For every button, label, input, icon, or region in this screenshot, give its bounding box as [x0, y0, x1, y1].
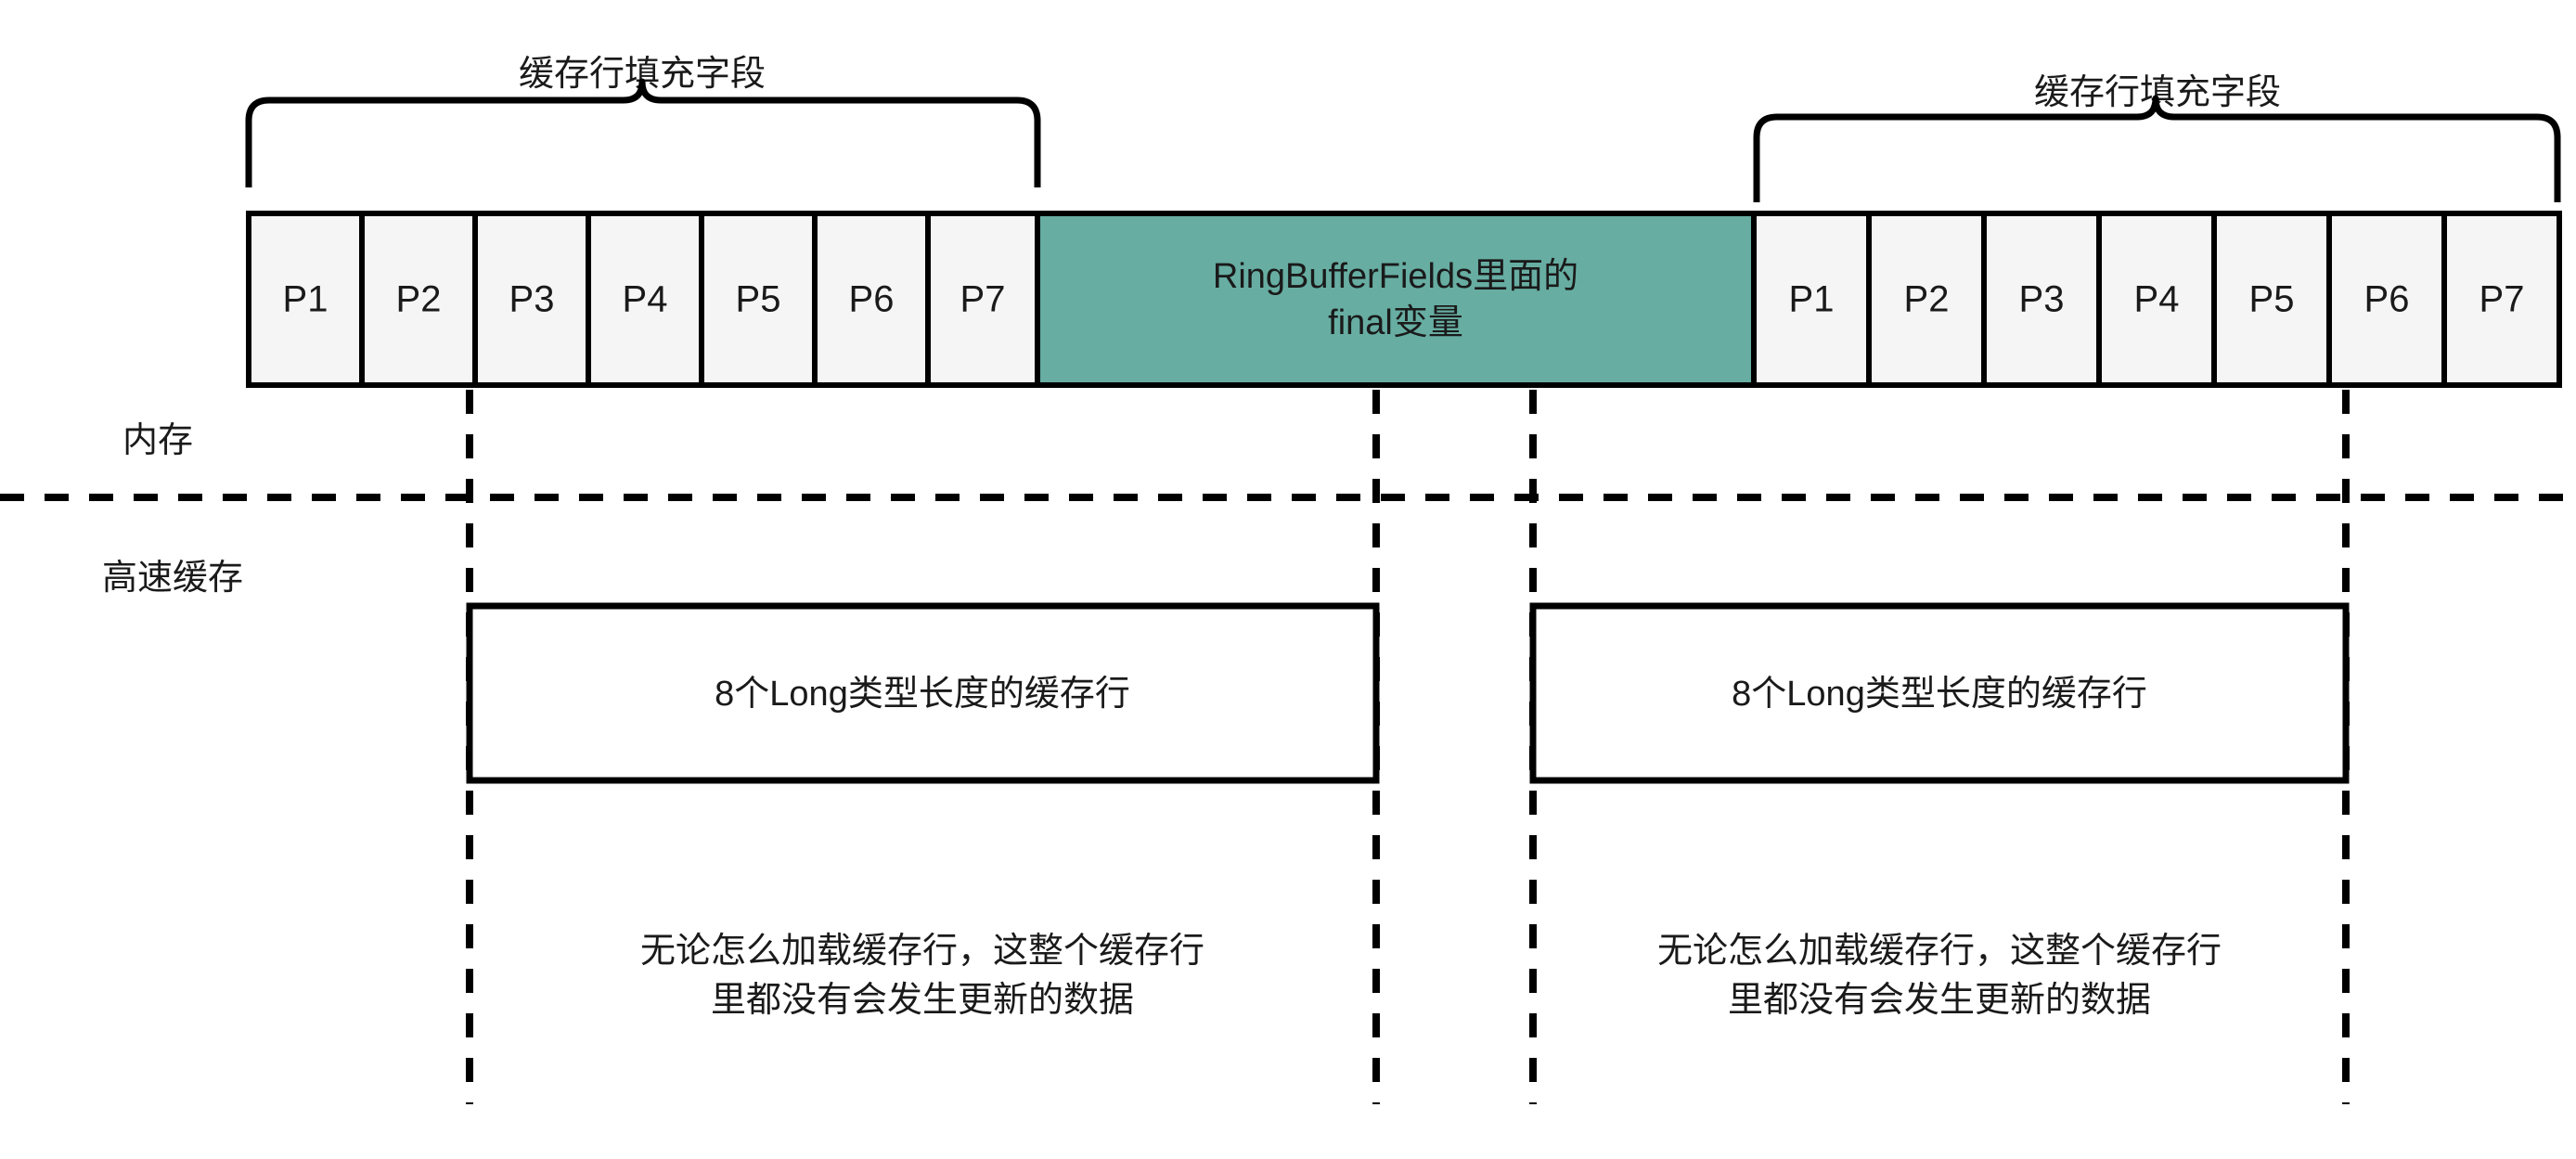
padding-cell-label: P4	[2134, 279, 2180, 320]
padding-cell-label: P6	[849, 279, 895, 320]
memory-tier-label: 内存	[122, 421, 193, 460]
left-padding-group: P1 P2 P3 P4 P5 P6 P7	[246, 211, 1040, 388]
cache-line-box-2: 8个Long类型长度的缓存行	[1529, 602, 2350, 784]
padding-cell	[699, 211, 818, 388]
cache-line-label: 8个Long类型长度的缓存行	[1732, 675, 2147, 714]
padding-cell	[1981, 211, 2102, 388]
cache-line-rect	[1529, 602, 2350, 784]
cache-tier-label: 高速缓存	[102, 559, 243, 598]
cache-line-label: 8个Long类型长度的缓存行	[715, 675, 1130, 714]
right-curly-bracket	[1753, 95, 2561, 202]
final-fields-label-line2: final变量	[1328, 303, 1463, 342]
padding-cell	[2211, 211, 2332, 388]
cache-note-line1: 无论怎么加载缓存行，这整个缓存行	[640, 932, 1204, 971]
left-curly-bracket	[245, 78, 1041, 187]
cache-note-2: 无论怎么加载缓存行，这整个缓存行 里都没有会发生更新的数据	[1657, 932, 2222, 1020]
padding-cell-label: P6	[2364, 279, 2410, 320]
final-fields-rect	[1035, 211, 1757, 388]
cache-note-1: 无论怎么加载缓存行，这整个缓存行 里都没有会发生更新的数据	[640, 932, 1204, 1020]
right-padding-group: P1 P2 P3 P4 P5 P6 P7	[1751, 211, 2562, 388]
padding-cell-label: P7	[2479, 279, 2525, 320]
padding-cell-label: P1	[283, 279, 328, 320]
padding-cell	[1751, 211, 1872, 388]
padding-cell	[1866, 211, 1987, 388]
padding-cell-label: P1	[1789, 279, 1835, 320]
final-fields-label-line1: RingBufferFields里面的	[1213, 257, 1578, 296]
cache-line-box-1: 8个Long类型长度的缓存行	[466, 602, 1380, 784]
padding-cell	[2441, 211, 2562, 388]
padding-cell-label: P2	[1904, 279, 1950, 320]
padding-cell	[586, 211, 704, 388]
final-fields-block: RingBufferFields里面的 final变量	[1035, 211, 1757, 388]
padding-cell-label: P4	[623, 279, 668, 320]
padding-cell-label: P5	[2249, 279, 2295, 320]
padding-cell-label: P7	[960, 279, 1006, 320]
padding-cell-label: P3	[2019, 279, 2065, 320]
cache-note-line1: 无论怎么加载缓存行，这整个缓存行	[1657, 932, 2222, 971]
padding-cell	[812, 211, 931, 388]
cache-note-line2: 里都没有会发生更新的数据	[1728, 981, 2151, 1020]
cache-line-rect	[466, 602, 1380, 784]
padding-cell-label: P2	[396, 279, 442, 320]
padding-cell	[246, 211, 365, 388]
memory-bar: P1 P2 P3 P4 P5 P6 P7 RingBufferFields里面的…	[246, 211, 2562, 388]
cache-note-line2: 里都没有会发生更新的数据	[711, 981, 1134, 1020]
padding-cell	[2326, 211, 2447, 388]
padding-cell-label: P5	[736, 279, 781, 320]
padding-cell	[2096, 211, 2217, 388]
padding-cell-label: P3	[509, 279, 555, 320]
